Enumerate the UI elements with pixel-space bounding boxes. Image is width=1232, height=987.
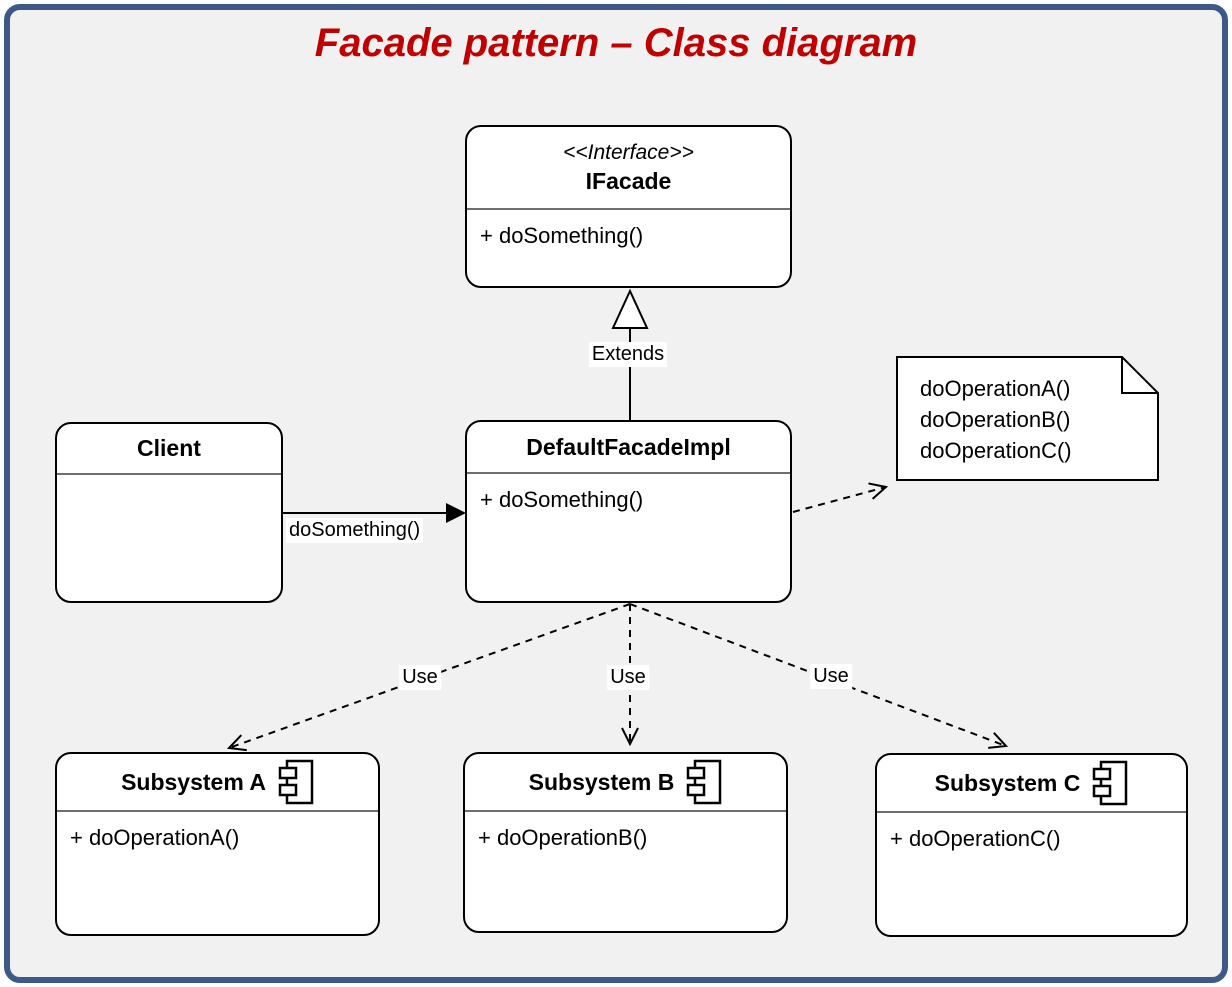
subsystem-b-method: + doOperationB() — [478, 825, 648, 850]
class-ifacade: <<Interface>> IFacade + doSomething() — [465, 125, 792, 288]
ifacade-stereotype: <<Interface>> — [563, 140, 694, 164]
subsystem-a-method: + doOperationA() — [70, 825, 240, 850]
subsystem-a-name: Subsystem A — [121, 768, 266, 795]
class-defaultfacadeimpl-header: DefaultFacadeImpl — [467, 422, 790, 474]
subsystem-b-name: Subsystem B — [528, 768, 675, 795]
class-subsystem-b: Subsystem B + doOperationB() — [463, 752, 788, 933]
use-edge-label-a: Use — [399, 665, 441, 690]
note-line: doOperationC() — [920, 438, 1072, 463]
client-name: Client — [137, 435, 201, 461]
page-title: Facade pattern – Class diagram — [314, 21, 918, 65]
class-subsystem-a-header: Subsystem A — [57, 754, 378, 812]
defaultfacadeimpl-name: DefaultFacadeImpl — [526, 433, 731, 460]
ifacade-method: + doSomething() — [480, 223, 644, 248]
note-line: doOperationB() — [920, 407, 1071, 432]
subsystem-c-name: Subsystem C — [934, 769, 1081, 796]
class-subsystem-c-header: Subsystem C — [877, 755, 1186, 813]
note-text: doOperationA() doOperationB() doOperatio… — [920, 373, 1072, 466]
subsystem-c-method: + doOperationC() — [890, 826, 1061, 851]
component-icon — [278, 759, 314, 805]
class-ifacade-header: <<Interface>> IFacade — [467, 127, 790, 210]
class-client: Client — [55, 422, 283, 603]
use-edge-label-b: Use — [607, 665, 649, 690]
ifacade-name: IFacade — [585, 167, 672, 194]
dosomething-edge-label: doSomething() — [286, 518, 424, 543]
class-subsystem-a: Subsystem A + doOperationA() — [55, 752, 380, 936]
component-icon — [687, 759, 722, 805]
client-body-empty — [57, 475, 281, 497]
class-defaultfacadeimpl: DefaultFacadeImpl + doSomething() — [465, 420, 792, 603]
extends-edge-label: Extends — [588, 342, 668, 367]
component-icon — [1093, 760, 1128, 806]
class-client-header: Client — [57, 424, 281, 475]
note-line: doOperationA() — [920, 376, 1071, 401]
class-subsystem-c: Subsystem C + doOperationC() — [875, 753, 1188, 937]
defaultfacadeimpl-method: + doSomething() — [480, 487, 644, 512]
use-edge-label-c: Use — [810, 664, 852, 689]
class-subsystem-b-header: Subsystem B — [465, 754, 786, 812]
